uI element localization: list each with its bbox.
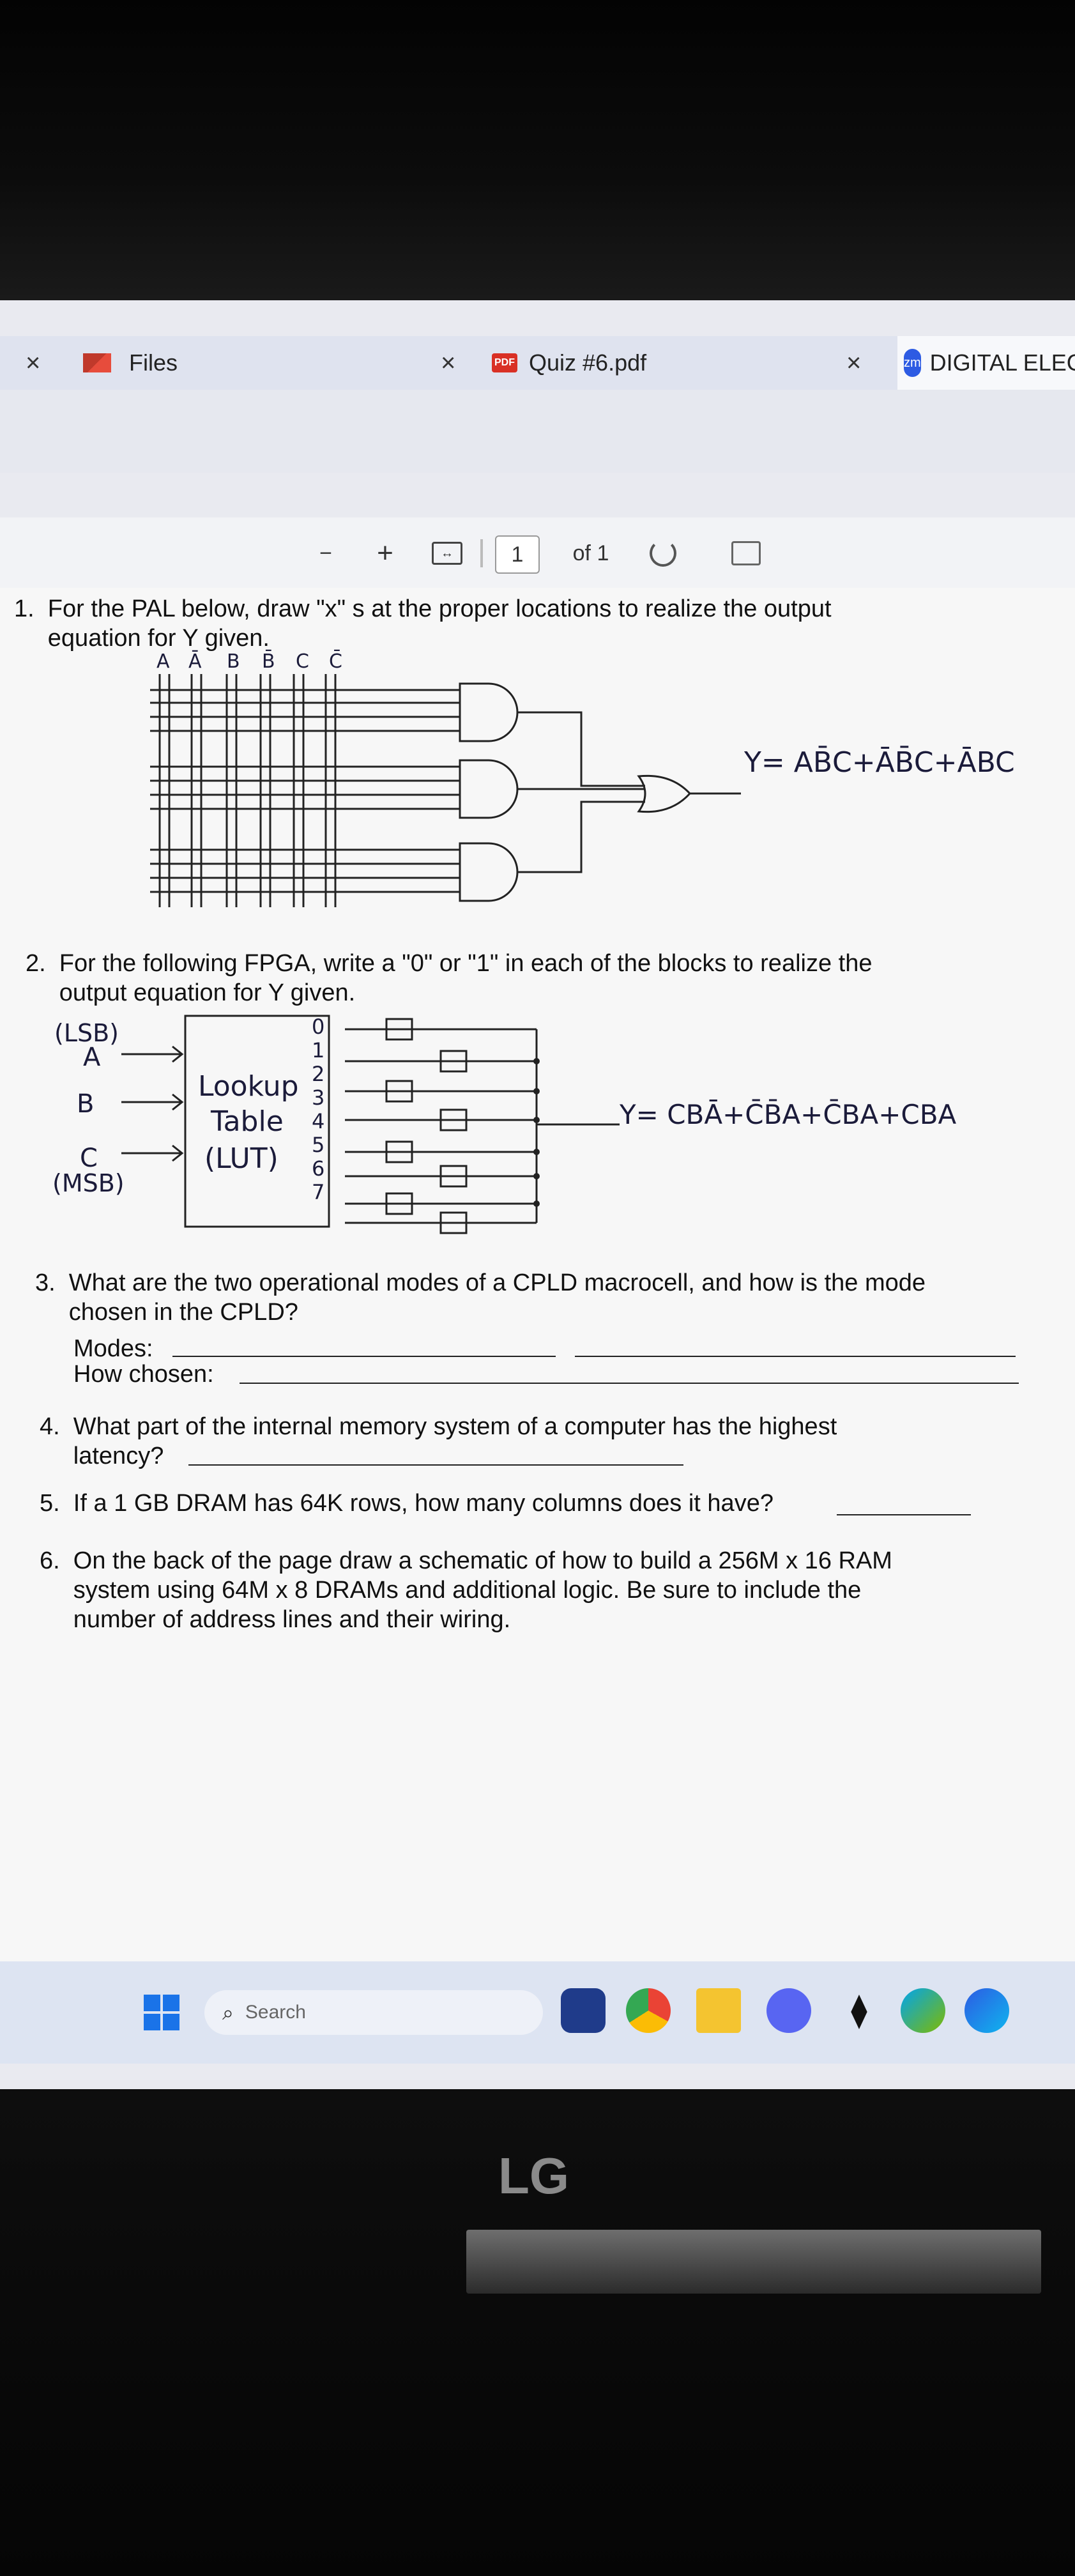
question-1-text: 1. For the PAL below, draw "x" s at the … [14, 595, 832, 652]
rotate-icon[interactable] [645, 535, 681, 571]
taskbar: ⌕ Search ⧫ [0, 1961, 1075, 2064]
dropbox-icon[interactable]: ⧫ [851, 1991, 867, 2030]
pal-inputs: A Ā B B̄ C C̄ [156, 650, 386, 673]
lut-index: 0 [312, 1015, 325, 1039]
monitor-bezel-bottom: LG [0, 2089, 1075, 2576]
question-5-text: 5. If a 1 GB DRAM has 64K rows, how many… [40, 1490, 774, 1517]
pal-input-a: A [156, 650, 170, 673]
monitor-bezel-top [0, 0, 1075, 300]
tab-files[interactable]: Files × [83, 336, 466, 390]
lut-label-line2: Table [211, 1105, 284, 1138]
pal-input-b: B [227, 650, 240, 673]
fpga-diagram [121, 1015, 620, 1234]
monitor-stand [466, 2230, 1041, 2294]
lut-index: 6 [312, 1156, 325, 1181]
pdf-icon: PDF [492, 353, 517, 372]
modes-label: Modes: [73, 1335, 153, 1362]
lut-index: 7 [312, 1180, 325, 1204]
lsb-label: (LSB) [54, 1019, 119, 1047]
pal-input-a-bar: Ā [188, 650, 202, 673]
pal-input-c: C [296, 650, 309, 673]
question-6-text: 6. On the back of the page draw a schema… [40, 1547, 892, 1633]
chrome-icon[interactable] [626, 1988, 671, 2033]
address-area [0, 390, 1075, 473]
pdf-page: 1. For the PAL below, draw "x" s at the … [0, 588, 1075, 1961]
msb-label: (MSB) [52, 1169, 125, 1197]
fpga-equation: Y= CBĀ+C̄B̄A+C̄BA+CBA [620, 1099, 957, 1130]
pal-input-c-bar: C̄ [329, 650, 342, 673]
lut-index: 5 [312, 1133, 325, 1157]
tab-quiz-pdf[interactable]: PDF Quiz #6.pdf × [492, 336, 875, 390]
how-chosen-answer-line [240, 1383, 1019, 1384]
modes-answer-line-2 [575, 1356, 1016, 1357]
toolbar-divider [480, 539, 483, 567]
teams-icon[interactable] [901, 1988, 945, 2033]
file-explorer-icon[interactable] [696, 1988, 741, 2033]
lg-logo: LG [498, 2147, 570, 2204]
lut-index: 4 [312, 1109, 325, 1133]
q4-answer-line [188, 1464, 683, 1466]
tab-digital-label: DIGITAL ELECT [929, 349, 1075, 376]
lut-index: 1 [312, 1038, 325, 1062]
tab-bar: × Files × PDF Quiz #6.pdf × zm DIGITAL E… [0, 336, 1075, 390]
modes-answer-line-1 [172, 1356, 556, 1357]
taskbar-search[interactable]: ⌕ Search [204, 1990, 543, 2035]
q5-answer-line [837, 1514, 971, 1515]
screen: × Files × PDF Quiz #6.pdf × zm DIGITAL E… [0, 300, 1075, 2089]
fit-page-icon[interactable]: ↔ [429, 535, 465, 571]
zoom-out-button[interactable]: − [319, 540, 332, 565]
page-count: of 1 [572, 540, 609, 565]
files-icon [83, 353, 111, 372]
how-chosen-label: How chosen: [73, 1361, 214, 1388]
tab-files-close[interactable]: × [441, 348, 456, 377]
lut-index: 3 [312, 1085, 325, 1110]
pal-input-b-bar: B̄ [262, 650, 275, 673]
tab-quiz-close[interactable]: × [846, 348, 862, 377]
tab-files-label: Files [129, 349, 178, 376]
discord-icon[interactable] [766, 1988, 811, 2033]
search-placeholder: Search [245, 2002, 306, 2023]
lut-label-line1: Lookup [198, 1070, 299, 1103]
fpga-input-b: B [77, 1089, 95, 1119]
page-number-input[interactable]: 1 [495, 535, 540, 574]
question-2-text: 2. For the following FPGA, write a "0" o… [26, 950, 873, 1006]
pal-diagram [150, 674, 741, 907]
lut-label-line3: (LUT) [204, 1142, 278, 1175]
lut-index-column: 0 1 2 3 4 5 6 7 [312, 1015, 337, 1204]
tab-digital-elect[interactable]: zm DIGITAL ELECT [897, 336, 1075, 390]
zoom-app-icon: zm [904, 349, 921, 377]
windows-start-icon[interactable] [144, 1995, 179, 2030]
question-4-text: 4. What part of the internal memory syst… [40, 1413, 837, 1469]
book-view-icon[interactable] [728, 535, 764, 571]
search-icon: ⌕ [222, 2000, 234, 2025]
tab-close-left[interactable]: × [26, 348, 41, 377]
pal-equation: Y= AB̄C+ĀB̄C+ĀBC [744, 746, 1015, 779]
camera-app-icon[interactable] [561, 1988, 606, 2033]
lut-index: 2 [312, 1062, 325, 1086]
fpga-input-a: A [83, 1043, 101, 1072]
tab-quiz-label: Quiz #6.pdf [529, 349, 647, 376]
zoom-in-button[interactable]: + [377, 537, 393, 569]
pdf-toolbar: − + ↔ 1 of 1 [0, 518, 1075, 588]
copilot-icon[interactable] [964, 1988, 1009, 2033]
question-3-text: 3. What are the two operational modes of… [35, 1269, 926, 1326]
fpga-input-c: C [80, 1144, 98, 1173]
